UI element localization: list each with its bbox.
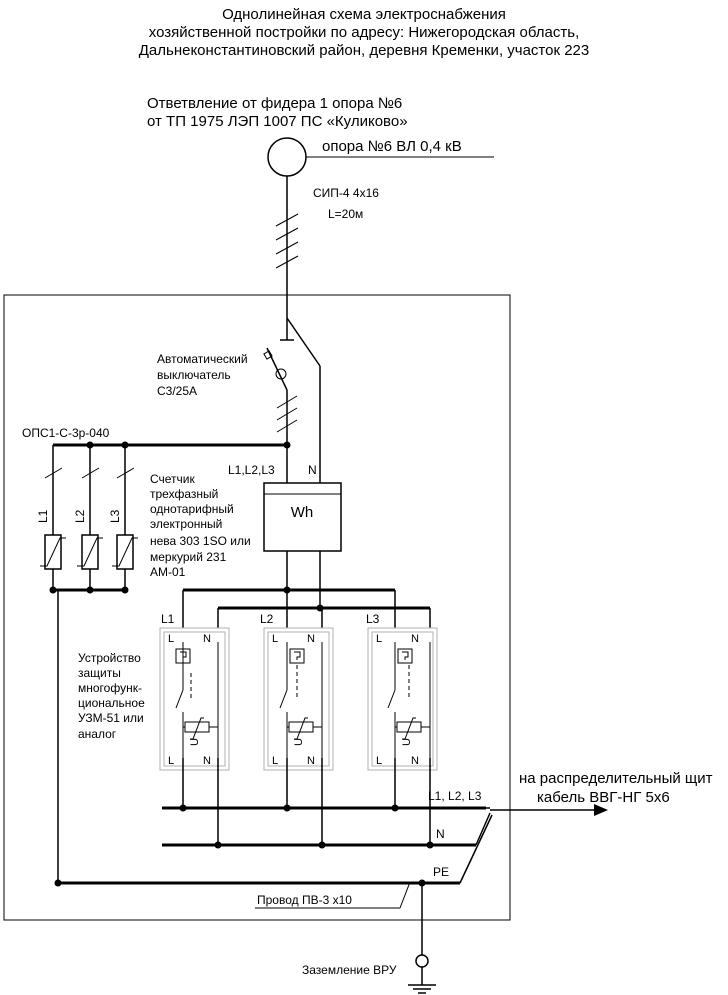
pe-to-cable bbox=[459, 814, 493, 884]
breaker-line-3: С3/25А bbox=[157, 384, 197, 398]
cable-type: СИП-4 4х16 bbox=[313, 186, 379, 200]
svg-text:электронный: электронный bbox=[150, 517, 222, 531]
uzm-unit-l1: L1 L N U L N bbox=[159, 590, 230, 845]
breaker-line-1: Автоматический bbox=[157, 352, 248, 366]
svg-text:АМ-01: АМ-01 bbox=[150, 565, 186, 579]
svg-text:N: N bbox=[307, 755, 315, 767]
pole-symbol bbox=[267, 137, 307, 177]
svg-text:трехфазный: трехфазный bbox=[150, 487, 218, 501]
output-pe-label: PE bbox=[433, 865, 449, 879]
ground-terminal bbox=[415, 954, 429, 968]
svg-text:L3: L3 bbox=[366, 612, 380, 626]
uzm-unit-l2: L2 L N U L N bbox=[260, 590, 334, 845]
surge-phase-l2: L2 bbox=[73, 509, 87, 523]
svg-text:многофунк-: многофунк- bbox=[78, 681, 142, 695]
title-line-1: Однолинейная схема электроснабжения bbox=[222, 6, 506, 23]
neutral-branch bbox=[286, 317, 321, 367]
meter-n-label: N bbox=[308, 463, 317, 477]
svg-text:нева 303 1SO или: нева 303 1SO или bbox=[150, 534, 251, 548]
neutral-to-cable bbox=[475, 812, 491, 846]
svg-text:L: L bbox=[272, 633, 278, 645]
svg-text:U: U bbox=[401, 738, 413, 746]
svg-text:однотарифный: однотарифный bbox=[150, 502, 234, 516]
svg-text:N: N bbox=[203, 755, 211, 767]
svg-text:защиты: защиты bbox=[78, 666, 121, 680]
uzm-unit-l3: L3 L N U L N bbox=[366, 590, 438, 845]
title-line-2: хозяйственной постройки по адресу: Нижег… bbox=[149, 24, 580, 41]
output-line-2: кабель ВВГ-НГ 5х6 bbox=[537, 789, 670, 806]
svg-text:L: L bbox=[168, 633, 174, 645]
surge-phase-l1: L1 bbox=[36, 509, 50, 523]
output-arrow-icon bbox=[594, 804, 608, 816]
ground-label: Заземление ВРУ bbox=[302, 963, 397, 977]
breaker-line-2: выключатель bbox=[157, 368, 231, 382]
ground-wire-label: Провод ПВ-3 х10 bbox=[257, 893, 352, 907]
output-bus-label: L1, L2, L3 bbox=[428, 789, 482, 803]
ground-icon bbox=[408, 984, 436, 994]
cable-4-core-ticks bbox=[275, 213, 299, 269]
ground-wire-leader-tip bbox=[399, 881, 411, 909]
svg-text:N: N bbox=[307, 633, 315, 645]
source-line-2: от ТП 1975 ЛЭП 1007 ПС «Куликово» bbox=[147, 113, 408, 130]
breaker-blade bbox=[266, 347, 288, 391]
svg-text:Счетчик: Счетчик bbox=[150, 472, 196, 486]
surge-arrester bbox=[40, 441, 138, 594]
svg-text:L2: L2 bbox=[260, 612, 274, 626]
surge-label: ОПС1-С-3р-040 bbox=[22, 426, 110, 440]
svg-text:U: U bbox=[189, 738, 201, 746]
output-phase-junctions bbox=[179, 804, 399, 812]
svg-text:N: N bbox=[203, 633, 211, 645]
uzm-description: Устройство защиты многофунк- циональное … bbox=[78, 651, 145, 741]
surge-phase-l3: L3 bbox=[108, 509, 122, 523]
svg-text:U: U bbox=[293, 738, 305, 746]
meter-description: Счетчик трехфазный однотарифный электрон… bbox=[150, 472, 251, 579]
svg-text:аналог: аналог bbox=[78, 727, 117, 741]
output-neutral-junctions bbox=[214, 841, 434, 849]
output-n-label: N bbox=[436, 827, 445, 841]
breaker-pivot bbox=[275, 368, 287, 380]
svg-text:L: L bbox=[168, 755, 174, 767]
cable-length: L=20м bbox=[328, 207, 363, 221]
svg-text:УЗМ-51 или: УЗМ-51 или bbox=[78, 711, 144, 725]
breaker-3-pole-ticks bbox=[276, 395, 298, 433]
svg-text:L: L bbox=[376, 755, 382, 767]
meter-phases-label: L1,L2,L3 bbox=[228, 463, 275, 477]
output-line-1: на распределительный щит bbox=[519, 770, 713, 787]
svg-text:циональное: циональное bbox=[78, 696, 145, 710]
svg-text:L: L bbox=[272, 755, 278, 767]
breaker-trip-element bbox=[263, 350, 273, 360]
svg-text:L: L bbox=[376, 633, 382, 645]
source-line-1: Ответвление от фидера 1 опора №6 bbox=[147, 95, 402, 112]
svg-text:N: N bbox=[411, 633, 419, 645]
svg-text:Устройство: Устройство bbox=[78, 651, 141, 665]
svg-text:меркурий 231: меркурий 231 bbox=[150, 550, 227, 564]
vru-enclosure bbox=[3, 294, 511, 921]
title-line-3: Дальнеконстантиновский район, деревня Кр… bbox=[139, 42, 589, 59]
svg-text:N: N bbox=[411, 755, 419, 767]
meter-symbol: Wh bbox=[291, 504, 314, 521]
pole-label: опора №6 ВЛ 0,4 кВ bbox=[322, 138, 462, 155]
svg-text:L1: L1 bbox=[161, 612, 175, 626]
meter-box bbox=[263, 482, 342, 552]
